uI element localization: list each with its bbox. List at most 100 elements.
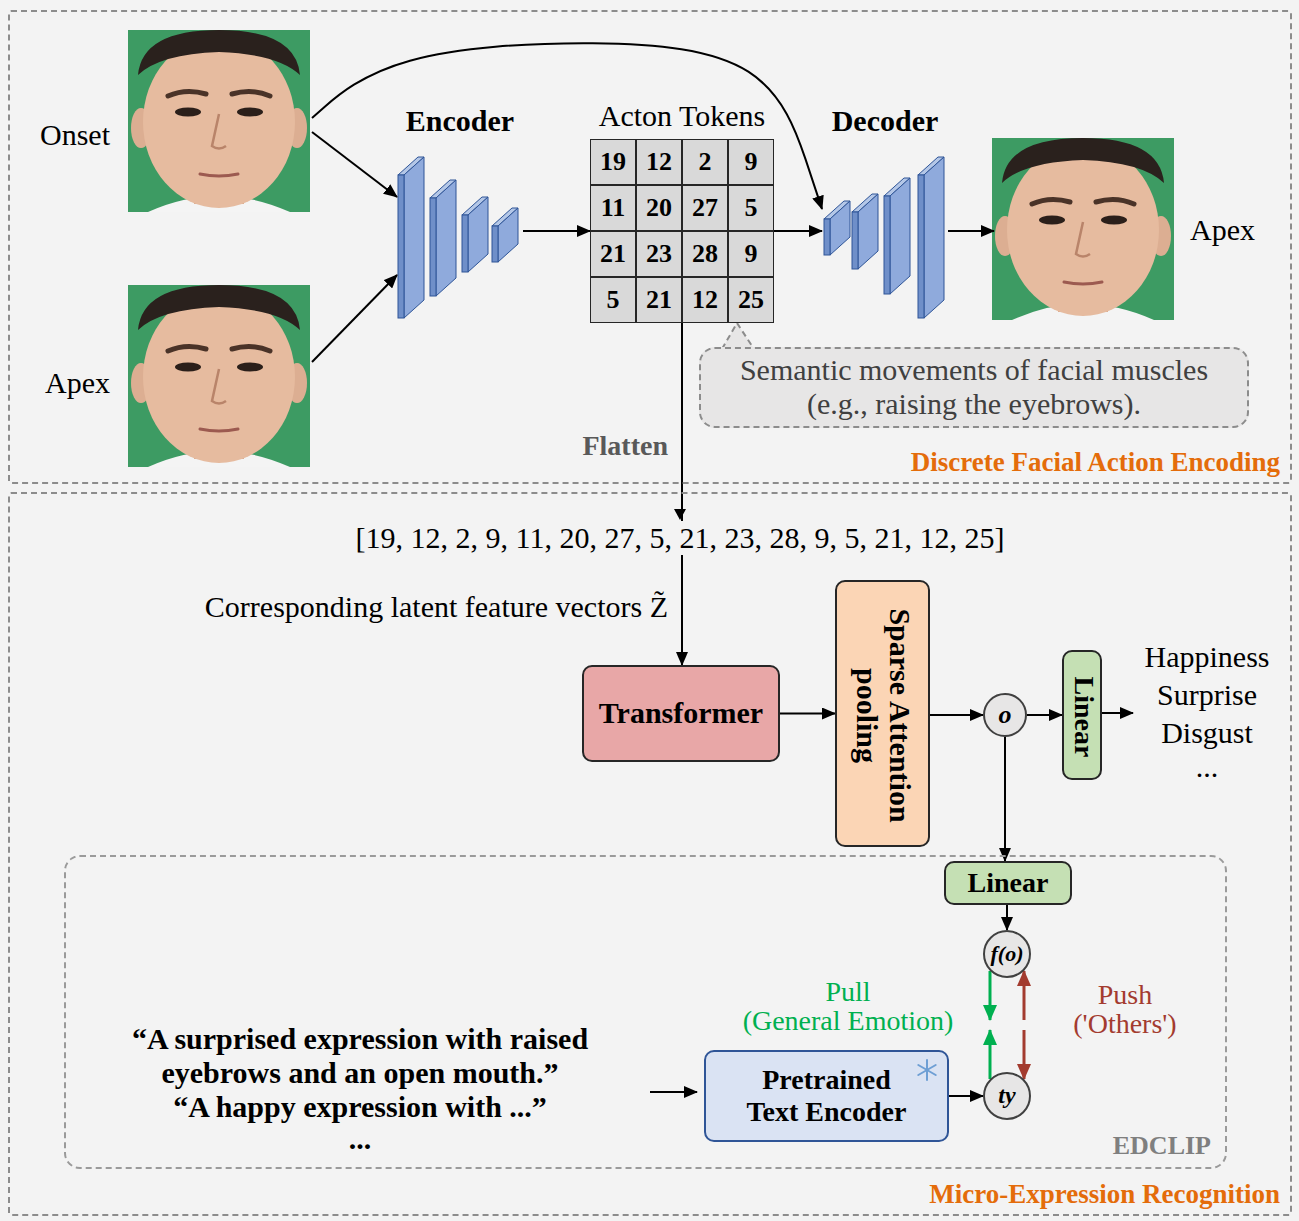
feature-circle: ty [983, 1072, 1031, 1120]
output-arrow [1100, 712, 1133, 714]
token-cell: 9 [728, 231, 774, 277]
class-label: Happiness [1137, 640, 1277, 674]
token-cell: 25 [728, 277, 774, 323]
token-cell: 21 [636, 277, 682, 323]
layer-edge [824, 219, 830, 255]
layer-face [468, 197, 488, 272]
connector-line [312, 275, 397, 362]
prompt-text: “A happy expression with ...” [90, 1090, 630, 1124]
node-label: 11 [601, 193, 626, 223]
caption-text: Corresponding latent feature vectors Z̃ [60, 590, 668, 624]
connector [949, 1096, 983, 1097]
layer-face [830, 201, 850, 255]
arrow-head [674, 509, 686, 520]
heading-label: Encoder [406, 104, 514, 139]
frozen-icon-stroke [918, 1065, 935, 1075]
connector [948, 231, 994, 232]
token-cell: 21 [590, 231, 636, 277]
layer-edge [492, 226, 498, 262]
connector [1027, 715, 1062, 716]
connector-line [930, 714, 983, 716]
edge-label: Flatten [560, 430, 668, 461]
node-label: o [999, 700, 1012, 730]
linear-box: Linear [944, 861, 1072, 905]
text-encoder-box: Pretrained Text Encoder [704, 1050, 949, 1142]
node-label: 20 [646, 193, 672, 223]
edge-label: Push [1040, 979, 1210, 1010]
token-cell: 19 [590, 139, 636, 185]
token-cell: 27 [682, 185, 728, 231]
token-grid: Acton Tokens191229112027521232895211225 [590, 139, 774, 323]
token-cell: 20 [636, 185, 682, 231]
connector [1007, 905, 1008, 930]
node-label: 25 [738, 285, 764, 315]
encoder-block: Encoder [397, 142, 523, 320]
layer-face [404, 157, 424, 318]
heading-label: Micro-Expression Recognition [929, 1179, 1280, 1210]
decoder-layers [824, 157, 944, 318]
token-cell: 23 [636, 231, 682, 277]
connector [312, 132, 397, 197]
connector-line [681, 323, 683, 665]
connector [523, 231, 590, 232]
heading-label: Apex [1190, 213, 1255, 248]
token-sequence: [19, 12, 2, 9, 11, 20, 27, 5, 21, 23, 28… [330, 521, 1030, 555]
node-label: f(o) [991, 941, 1024, 966]
token-cell: 5 [590, 277, 636, 323]
encoder-layers [398, 157, 518, 318]
heading-label: Onset [40, 118, 110, 153]
input-arrow [650, 1091, 697, 1093]
node-label: Sparse Attention pooling [837, 582, 932, 849]
connector [1024, 971, 1025, 1079]
class-label: Disgust [1137, 716, 1277, 750]
connector-line [949, 1095, 983, 1097]
connector [930, 715, 983, 716]
layer-face [498, 208, 518, 262]
node-label: 2 [699, 147, 712, 177]
token-cell: 5 [728, 185, 774, 231]
layer-edge [852, 212, 858, 269]
node-label: 12 [692, 285, 718, 315]
connector-line [1027, 714, 1062, 716]
feature-circle: f(o) [983, 930, 1031, 978]
connector-line [1023, 1030, 1026, 1079]
node-label: 28 [692, 239, 718, 269]
connector-line [948, 230, 994, 232]
transformer-box: Transformer [582, 665, 780, 762]
pull-note: (General Emotion) [728, 1005, 968, 1036]
token-cell: 11 [590, 185, 636, 231]
node-label: 21 [646, 285, 672, 315]
connector [312, 275, 397, 362]
connector-line [1004, 737, 1006, 861]
node-label: 21 [600, 239, 626, 269]
edge-label: Pull [728, 976, 968, 1007]
node-label: Transformer [599, 696, 763, 731]
callout-pointer-outline [722, 323, 754, 349]
connector [990, 971, 991, 1079]
push-note: ('Others') [1040, 1008, 1210, 1039]
token-cell: 2 [682, 139, 728, 185]
node-label: 9 [745, 147, 758, 177]
apex-face-photo [128, 285, 310, 467]
feature-circle: o [983, 693, 1027, 737]
reconstructed-face-photo [992, 138, 1174, 320]
onset-face-photo [128, 30, 310, 212]
token-cell: 12 [636, 139, 682, 185]
connector [1005, 737, 1006, 861]
class-label: ... [1137, 750, 1277, 784]
callout-pointer [722, 323, 754, 349]
connector-line [774, 230, 822, 232]
layer-face [890, 178, 910, 294]
face-image: Onset [130, 32, 312, 214]
token-cell: 12 [682, 277, 728, 323]
node-label: 23 [646, 239, 672, 269]
node-label: 9 [745, 239, 758, 269]
node-label: Semantic movements of facial muscles (e.… [724, 353, 1224, 422]
heading-label: Acton Tokens [599, 99, 766, 134]
heading-label: Apex [45, 366, 110, 401]
decoder-block: Decoder [822, 142, 948, 320]
prompt-text: ... [90, 1122, 630, 1156]
heading-label: EDCLIP [1113, 1131, 1211, 1161]
face-image: Apex [994, 140, 1176, 322]
